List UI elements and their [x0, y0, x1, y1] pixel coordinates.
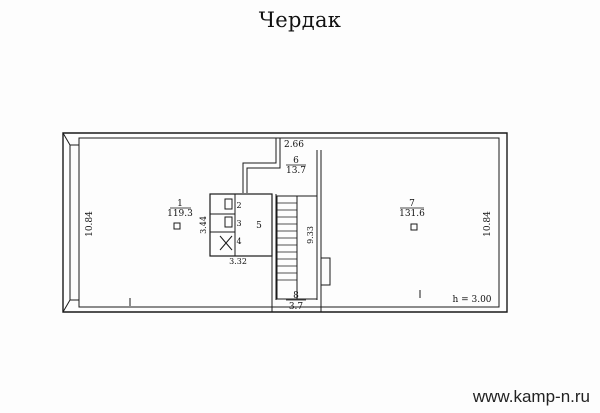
watermark: www.kamp-n.ru — [472, 387, 590, 406]
right-height-label: 10.84 — [483, 211, 493, 237]
room-8-area: 3.7 — [289, 302, 304, 312]
room-1-area: 119.3 — [167, 209, 193, 219]
corridor-width-label: 2.66 — [284, 140, 304, 150]
room-4-number: 4 — [236, 237, 241, 246]
room-3-number: 3 — [236, 219, 241, 228]
room-7-number: 7 — [409, 199, 415, 209]
room-6-area: 13.7 — [286, 166, 306, 176]
wc-width-label: 3.32 — [229, 257, 247, 266]
room-7-area: 131.6 — [399, 209, 425, 219]
room-8-number: 8 — [293, 291, 299, 301]
room-1-number: 1 — [177, 199, 183, 209]
plan-title: Чердак — [258, 8, 342, 32]
room-5-number: 5 — [256, 221, 262, 231]
room-2-number: 2 — [236, 201, 241, 210]
room-6-number: 6 — [293, 156, 299, 166]
wc-depth-label: 3.44 — [199, 216, 208, 234]
left-height-label: 10.84 — [85, 211, 95, 237]
height-note: h = 3.00 — [452, 295, 491, 305]
stair-depth-label: 9.33 — [306, 226, 315, 244]
